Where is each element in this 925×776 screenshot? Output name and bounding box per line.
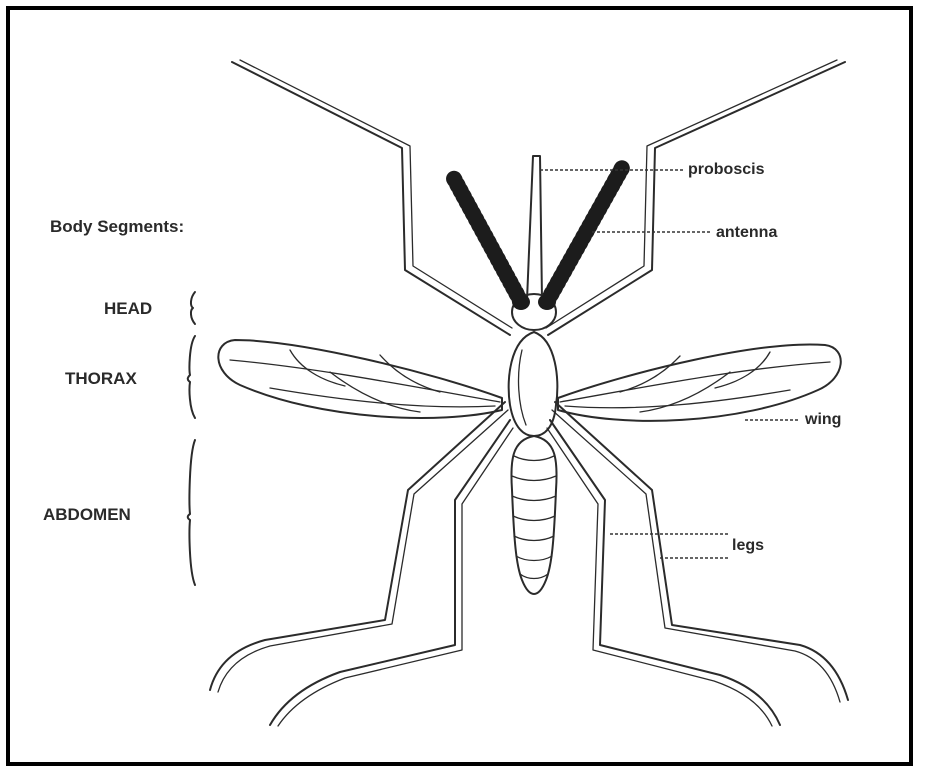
proboscis (527, 156, 542, 300)
proboscis-label: proboscis (688, 161, 765, 178)
body-segments-title: Body Segments: (50, 217, 184, 236)
abdomen (511, 436, 556, 594)
mid-leg-left (210, 402, 508, 692)
front-leg-right (546, 60, 845, 335)
antenna-left (452, 175, 520, 300)
wing-right (558, 344, 841, 420)
antenna-right (548, 168, 622, 300)
wing-left (218, 340, 502, 418)
antenna-label: antenna (716, 224, 777, 241)
abdomen-brace (188, 440, 195, 585)
head (512, 294, 556, 330)
head-label: HEAD (104, 299, 152, 318)
hind-leg-left (270, 420, 513, 726)
head-brace (191, 292, 195, 324)
wing-label: wing (804, 411, 841, 428)
abdomen-label: ABDOMEN (43, 505, 131, 524)
legs-label: legs (732, 537, 764, 554)
thorax-label: THORAX (65, 369, 137, 388)
thorax-brace (188, 336, 195, 418)
